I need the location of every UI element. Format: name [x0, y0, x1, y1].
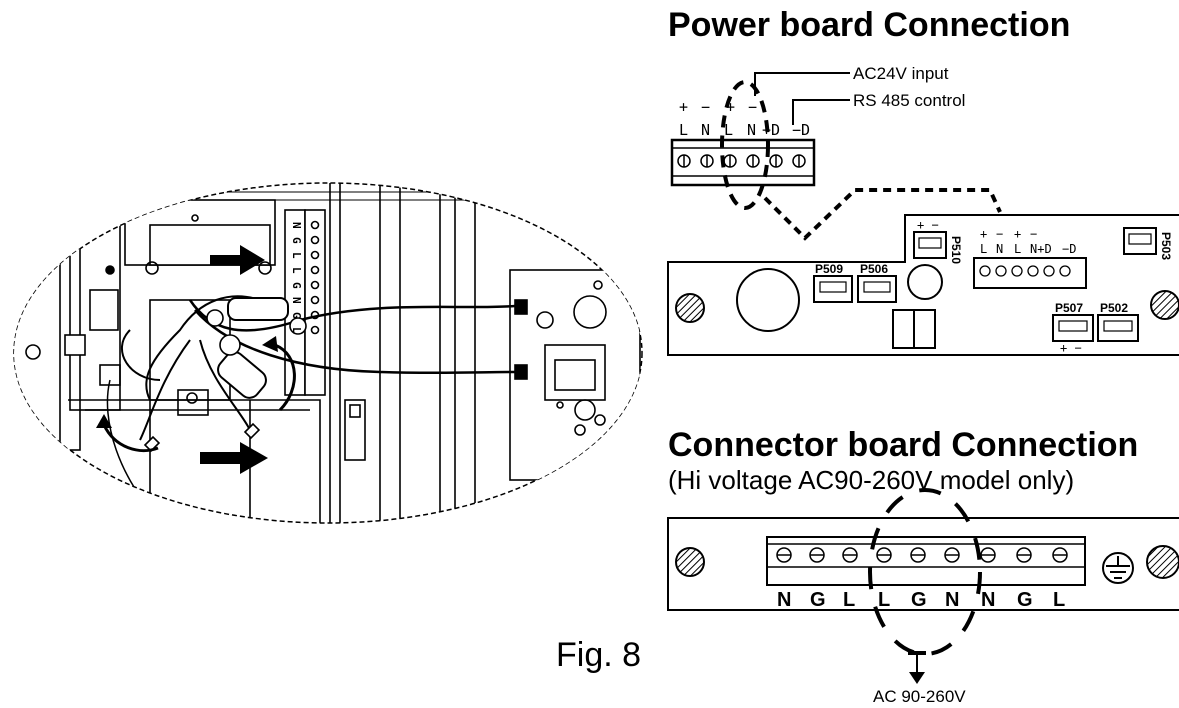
board-terminal-label: L [1014, 242, 1021, 256]
supply-arrow-icon [909, 672, 925, 684]
photo-block-label: G [290, 237, 303, 244]
connector-terminal-label: G [911, 589, 927, 611]
connector-terminal-label: L [1053, 589, 1065, 611]
port-label-p506: P506 [860, 262, 888, 276]
board-polarity: + [1014, 227, 1021, 241]
port-polarity-p510: + − [917, 218, 939, 232]
board-polarity: − [996, 227, 1003, 241]
callout-ac24v: AC24V input [853, 64, 949, 83]
port-label-p509: P509 [815, 262, 843, 276]
board-terminal-label: N [996, 242, 1003, 256]
photo-block-label: N [290, 222, 303, 229]
power-terminal-block: + − + − L N L N +D −D [670, 72, 1002, 241]
board-terminal-label: −D [1062, 242, 1076, 256]
terminal-polarity: − [701, 98, 710, 116]
connector-terminal-label: N [981, 589, 995, 611]
power-board [667, 214, 1179, 356]
connector-terminal-label: N [777, 589, 791, 611]
terminal-polarity: − [748, 98, 757, 116]
photo-block-label: G [290, 282, 303, 289]
callout-rs485: RS 485 control [853, 91, 965, 110]
connector-terminal-label: G [810, 589, 826, 611]
photo-block-label: L [290, 267, 303, 274]
photo-block-labels: N G L L G N G L [290, 222, 303, 334]
connector-terminal-label: N [945, 589, 959, 611]
port-label-p503: P503 [1159, 232, 1173, 260]
terminal-label: −D [792, 121, 810, 139]
photo-block-label: L [290, 327, 303, 334]
supply-label: AC 90-260V [873, 687, 966, 706]
connector-board-title: Connector board Connection [668, 426, 1139, 464]
terminal-label: N [701, 121, 710, 139]
terminal-label: N [747, 121, 756, 139]
port-label-p507: P507 [1055, 301, 1083, 315]
connector-board [667, 488, 1179, 672]
device-photo-oval [13, 182, 643, 524]
port-polarity-p507: + − [1060, 341, 1082, 355]
terminal-polarity: + [679, 98, 688, 116]
photo-block-label: N [290, 297, 303, 304]
connector-terminal-label: L [878, 589, 890, 611]
port-label-p502: P502 [1100, 301, 1128, 315]
board-terminal-label: N+D [1030, 242, 1052, 256]
board-terminal-label: L [980, 242, 987, 256]
photo-block-label: G [290, 312, 303, 319]
board-polarity: − [1030, 227, 1037, 241]
power-board-title: Power board Connection [668, 6, 1071, 44]
connector-terminal-label: G [1017, 589, 1033, 611]
photo-block-label: L [290, 252, 303, 259]
terminal-polarity: + [726, 98, 735, 116]
terminal-label: L [724, 121, 733, 139]
terminal-label: L [679, 121, 688, 139]
board-polarity: + [980, 227, 987, 241]
connector-board-subtitle: (Hi voltage AC90-260V model only) [668, 465, 1075, 495]
figure-label: Fig. 8 [556, 636, 642, 674]
connector-terminal-label: L [843, 589, 855, 611]
port-label-p510: P510 [949, 236, 963, 264]
